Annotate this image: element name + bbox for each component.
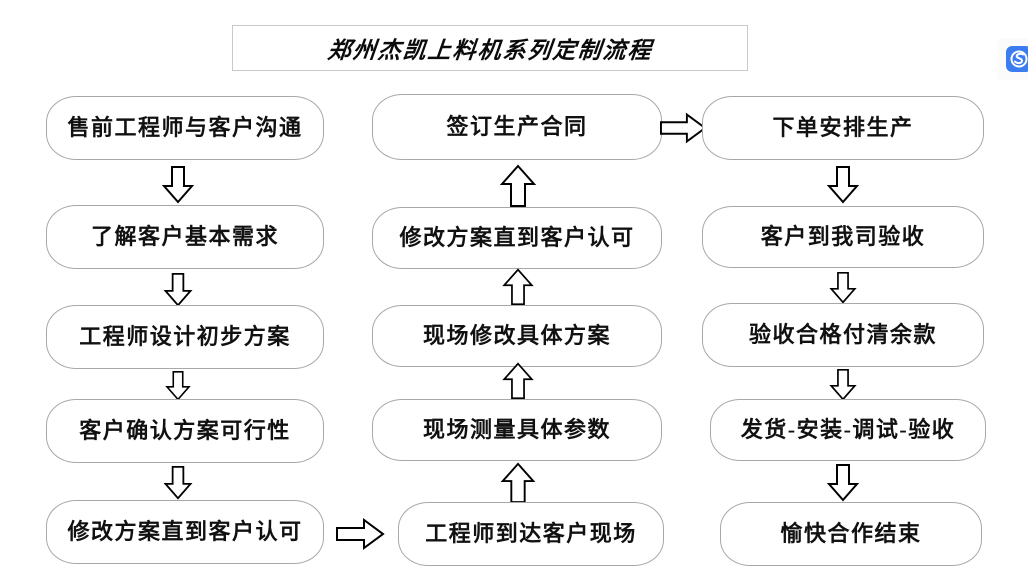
arrow-up-icon — [500, 268, 536, 306]
node-label: 工程师设计初步方案 — [79, 324, 291, 349]
arrow-down-icon — [826, 464, 860, 502]
arrow-down-icon — [826, 369, 860, 401]
node-label: 修改方案直到客户认可 — [399, 225, 635, 250]
process-node-ship-install-debug-accept[interactable]: 发货-安装-调试-验收 — [710, 399, 986, 461]
arrow-right-icon — [336, 518, 386, 550]
process-node-engineer-arrives-onsite[interactable]: 工程师到达客户现场 — [398, 502, 664, 566]
arrow-up-icon — [500, 362, 536, 400]
process-node-sign-production-contract[interactable]: 签订生产合同 — [372, 94, 662, 160]
process-node-customer-confirm-feasibility[interactable]: 客户确认方案可行性 — [46, 399, 324, 463]
arrow-right-icon — [660, 112, 708, 144]
process-node-sales-engineer-communication[interactable]: 售前工程师与客户沟通 — [46, 96, 324, 160]
arrow-down-icon — [161, 166, 195, 204]
node-label: 愉快合作结束 — [780, 521, 922, 546]
node-label: 发货-安装-调试-验收 — [740, 417, 956, 442]
node-label: 现场修改具体方案 — [422, 323, 611, 348]
node-label: 工程师到达客户现场 — [425, 521, 637, 546]
process-node-onsite-revise-plan[interactable]: 现场修改具体方案 — [372, 305, 662, 367]
process-node-onsite-measure-parameters[interactable]: 现场测量具体参数 — [372, 399, 662, 461]
process-node-revise-until-approved-col1[interactable]: 修改方案直到客户认可 — [46, 500, 324, 564]
process-node-revise-until-approved-col2[interactable]: 修改方案直到客户认可 — [372, 207, 662, 269]
arrow-down-icon — [826, 166, 860, 204]
process-node-understand-customer-needs[interactable]: 了解客户基本需求 — [46, 205, 324, 269]
process-node-customer-inspection-at-factory[interactable]: 客户到我司验收 — [702, 206, 984, 268]
arrow-down-icon — [161, 371, 195, 401]
node-label: 客户确认方案可行性 — [79, 418, 291, 443]
process-node-pay-balance-after-acceptance[interactable]: 验收合格付清余款 — [702, 303, 984, 367]
chart-title-box: 郑州杰凯上料机系列定制流程 — [232, 25, 748, 71]
process-node-engineer-preliminary-design[interactable]: 工程师设计初步方案 — [46, 305, 324, 369]
node-label: 验收合格付清余款 — [748, 322, 937, 347]
node-label: 了解客户基本需求 — [90, 224, 279, 249]
arrow-down-icon — [826, 272, 860, 304]
arrow-down-icon — [161, 466, 195, 500]
node-label: 签订生产合同 — [446, 114, 588, 139]
node-label: 修改方案直到客户认可 — [67, 519, 303, 544]
node-label: 下单安排生产 — [772, 115, 914, 140]
arrow-up-icon — [500, 462, 536, 504]
process-node-place-order-arrange-production[interactable]: 下单安排生产 — [702, 96, 984, 160]
node-label: 售前工程师与客户沟通 — [67, 115, 303, 140]
node-label: 现场测量具体参数 — [422, 417, 611, 442]
s-logo-icon[interactable] — [1006, 46, 1028, 72]
chart-title: 郑州杰凯上料机系列定制流程 — [325, 38, 654, 63]
process-node-happy-cooperation-end[interactable]: 愉快合作结束 — [720, 502, 982, 566]
arrow-down-icon — [161, 273, 195, 307]
node-label: 客户到我司验收 — [760, 224, 926, 249]
arrow-up-icon — [500, 164, 536, 208]
